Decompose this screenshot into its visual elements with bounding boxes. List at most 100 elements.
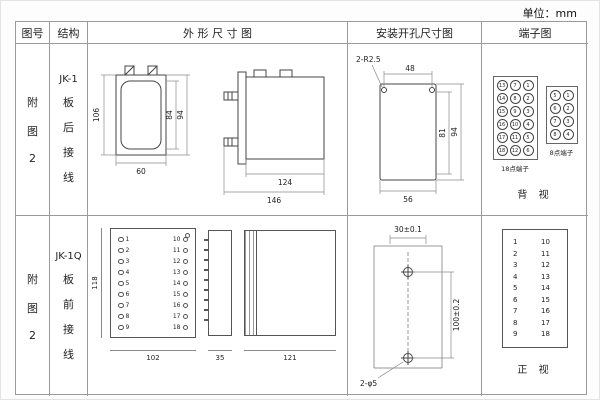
terminal-number: 4 — [562, 129, 574, 140]
terminal-number: 2 — [522, 93, 534, 104]
structure-char: 接 — [63, 146, 74, 159]
terminal-number: 3 — [562, 116, 574, 127]
terminal-number: 18 — [496, 145, 508, 156]
dim-102: 102 — [146, 354, 160, 362]
terminal-number: 9 — [513, 330, 518, 338]
terminal-number: 14 — [496, 93, 508, 104]
terminal-number: 2 — [562, 103, 574, 114]
terminal-number: 4 — [513, 272, 518, 281]
terminal-label: 13 — [173, 267, 188, 278]
terminal-number: 11 — [541, 249, 550, 258]
front-view-label: 正 视 — [517, 364, 553, 376]
terminal-number: 11 — [509, 132, 521, 143]
note-2-r2.5: 2-R2.5 — [356, 55, 381, 64]
fig-number: 附图 2 — [16, 44, 49, 215]
terminal-number: 12 — [509, 145, 521, 156]
terminal-number: 12 — [541, 261, 550, 269]
fig-char: 附 — [27, 96, 38, 109]
dim-84: 84 — [165, 110, 174, 120]
terminal-number: 6 — [522, 145, 534, 156]
unit-note: 单位：mm — [522, 7, 577, 20]
dim-line-35 — [208, 350, 232, 351]
header-install: 安装开孔尺寸图 — [348, 22, 482, 44]
row1-outline-cell: 106 84 94 60 — [88, 44, 348, 216]
terminal-number: 15 — [541, 295, 550, 304]
terminal-number: 1 — [562, 90, 574, 101]
structure-char: 前 — [63, 297, 74, 311]
terminal-8-label: 8点端子 — [549, 149, 574, 157]
terminal-number: 7 — [513, 307, 518, 315]
dim-100: 100±0.2 — [452, 299, 461, 332]
terminal-label: 18 — [173, 322, 188, 333]
terminal-number: 13 — [496, 80, 508, 91]
terminal-label: 6 — [118, 289, 130, 300]
model-label: JK-1Q — [55, 250, 82, 262]
terminal-number: 15 — [496, 106, 508, 117]
terminal-teeth — [204, 239, 209, 329]
header-terminal: 端子图 — [482, 22, 588, 44]
terminal-number: 9 — [509, 106, 521, 117]
dim-94-install: 94 — [450, 127, 459, 137]
terminal-number: 17 — [496, 132, 508, 143]
dim-56: 56 — [403, 195, 413, 204]
terminal-label: 9 — [118, 322, 130, 333]
outline-drawing-jk1: 106 84 94 60 — [92, 65, 325, 205]
dim-121: 121 — [283, 354, 297, 362]
terminal-strip-view — [204, 230, 232, 336]
terminal-label: 15 — [173, 289, 188, 300]
row1-structure-cell: JK-1 板后接线 — [50, 44, 88, 216]
terminal-number: 10 — [541, 238, 550, 246]
flange-stripes — [245, 231, 257, 335]
side-view — [223, 69, 325, 165]
dim-line-118 — [101, 228, 102, 338]
terminal-number: 8 — [549, 129, 561, 140]
model-label: JK-1 — [59, 74, 78, 85]
terminal-number: 5 — [513, 284, 518, 292]
terminal-label: 2 — [118, 245, 130, 256]
back-view-label: 背 视 — [517, 190, 553, 201]
terminal-number: 10 — [509, 119, 521, 130]
terminal-number: 3 — [522, 106, 534, 117]
dim-118: 118 — [91, 276, 99, 290]
dim-35: 35 — [215, 354, 225, 362]
terminal-label: 7 — [118, 300, 130, 311]
dim-146: 146 — [267, 196, 282, 205]
terminal-number: 13 — [541, 272, 550, 281]
cutout-outline — [379, 83, 437, 181]
fig-char: 2 — [29, 152, 36, 165]
structure-char: 板 — [63, 272, 74, 286]
terminal-number: 6 — [513, 295, 518, 304]
side-view-box — [244, 230, 336, 336]
dim-line-102 — [110, 350, 196, 351]
header-structure: 结构 — [50, 22, 88, 44]
terminal-label: 10 — [173, 234, 188, 245]
terminal-number: 8 — [509, 93, 521, 104]
front-view-dims — [101, 74, 190, 166]
terminal-number: 16 — [541, 307, 550, 315]
cutout-dims — [371, 64, 464, 194]
terminal-number: 14 — [541, 284, 550, 292]
terminal-label: 14 — [173, 278, 188, 289]
terminal-label: 1 — [118, 234, 130, 245]
fig-char: 图 — [27, 125, 38, 138]
dim-30: 30±0.1 — [394, 225, 422, 234]
terminal-number: 6 — [549, 103, 561, 114]
terminal-number: 1 — [513, 238, 518, 246]
terminal-18-label: 18点端子 — [501, 165, 529, 173]
row2-install-cell: 30±0.1 100±0.2 2-φ5 — [348, 216, 482, 396]
row1-install-cell: 2-R2.5 48 81 94 56 — [348, 44, 482, 216]
note-2-phi5: 2-φ5 — [360, 379, 377, 388]
structure-char: 线 — [63, 347, 74, 361]
fig-char: 2 — [29, 328, 36, 342]
fig-char: 附 — [27, 272, 38, 286]
dim-124: 124 — [278, 178, 293, 187]
terminal-number: 5 — [549, 90, 561, 101]
